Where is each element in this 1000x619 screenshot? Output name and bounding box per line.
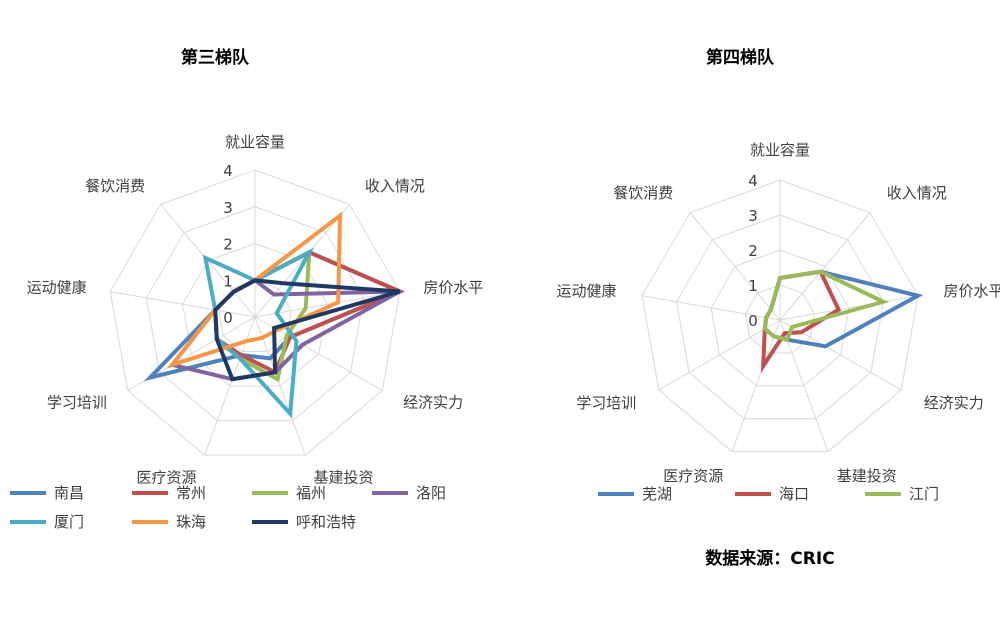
- legend-label: 江门: [909, 485, 939, 503]
- grid-ring: [182, 242, 328, 387]
- tick-label: 0: [748, 312, 758, 330]
- axis-label: 医疗资源: [663, 467, 723, 485]
- axis-label: 房价水平: [423, 278, 483, 296]
- grid-ring: [744, 284, 816, 354]
- series-line-6: [166, 211, 343, 369]
- tick-label: 4: [223, 162, 233, 180]
- tick-label: 2: [748, 242, 758, 260]
- grid-spoke: [731, 319, 781, 452]
- grid-spoke: [658, 319, 781, 391]
- axis-label: 经济实力: [403, 394, 463, 412]
- axis-label: 运动健康: [557, 282, 617, 300]
- axis-label: 运动健康: [27, 278, 87, 296]
- tick-label: 4: [748, 172, 758, 190]
- axis-label: 基建投资: [837, 467, 897, 485]
- grid-spoke: [110, 290, 256, 318]
- grid-ring: [676, 214, 884, 420]
- grid-ring: [145, 206, 365, 422]
- axis-label: 基建投资: [313, 469, 373, 487]
- tick-label: 1: [223, 272, 233, 290]
- legend-label: 厦门: [54, 513, 84, 531]
- grid-spoke: [642, 295, 781, 321]
- axis-label: 学习培训: [47, 394, 107, 412]
- axis-label: 医疗资源: [136, 469, 196, 487]
- axis-label: 房价水平: [943, 282, 1000, 300]
- tick-label: 1: [748, 277, 758, 295]
- legend-label: 南昌: [54, 484, 84, 502]
- axis-label: 收入情况: [365, 177, 425, 195]
- grid-spoke: [689, 212, 781, 321]
- grid-spoke: [779, 212, 871, 321]
- grid-spoke: [254, 316, 306, 456]
- tick-label: 0: [223, 309, 233, 327]
- axis-label: 收入情况: [887, 184, 947, 202]
- axis-label: 就业容量: [225, 133, 285, 151]
- legend-label: 常州: [176, 484, 206, 502]
- series-line-7: [213, 278, 401, 382]
- tick-label: 2: [223, 236, 233, 254]
- legend-label: 福州: [296, 484, 326, 502]
- grid-ring: [710, 249, 850, 387]
- legend-label: 珠海: [176, 513, 206, 531]
- axis-label: 餐饮消费: [85, 177, 145, 195]
- tick-label: 3: [748, 207, 758, 225]
- legend-label: 芜湖: [642, 485, 672, 503]
- grid-ring: [109, 169, 401, 456]
- chart-title: 第三梯队: [181, 47, 250, 68]
- legend-label: 洛阳: [416, 484, 446, 502]
- grid-ring: [641, 179, 919, 453]
- grid-spoke: [779, 295, 918, 321]
- axis-label: 学习培训: [576, 394, 636, 412]
- tick-label: 3: [223, 199, 233, 217]
- axis-label: 经济实力: [924, 394, 984, 412]
- legend-label: 呼和浩特: [296, 513, 356, 531]
- legend-label: 海口: [779, 485, 809, 503]
- grid-spoke: [254, 204, 350, 318]
- axis-label: 餐饮消费: [613, 184, 673, 202]
- axis-label: 就业容量: [750, 141, 810, 159]
- chart-title: 第四梯队: [706, 47, 775, 68]
- series-line-3: [762, 269, 890, 343]
- data-source-note: 数据来源：CRIC: [705, 548, 834, 569]
